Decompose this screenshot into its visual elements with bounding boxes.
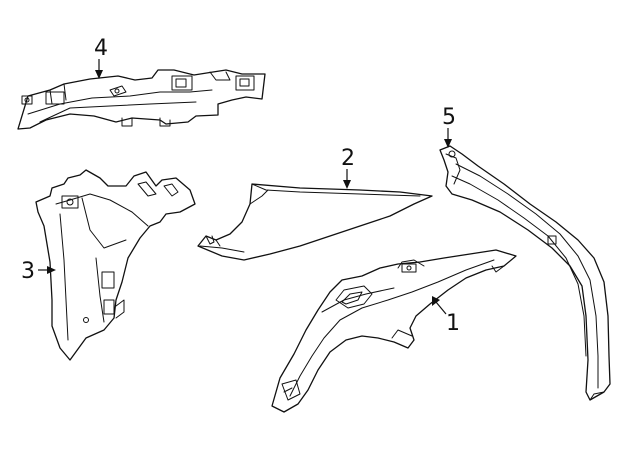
callout-3: 3 — [21, 259, 56, 284]
callout-1-label: 1 — [446, 311, 460, 336]
callout-5-label: 5 — [442, 105, 456, 130]
part-5-pillar-trim — [439, 145, 611, 401]
callout-3-label: 3 — [21, 259, 35, 284]
callout-4-label: 4 — [94, 36, 108, 61]
callout-1: 1 — [432, 296, 460, 336]
part-1-lower-pillar-trim — [271, 249, 517, 413]
part-3-quarter-bracket — [35, 169, 196, 361]
callout-5: 5 — [442, 105, 456, 148]
part-4-upper-rail — [17, 69, 266, 130]
part-2-curved-panel — [197, 183, 433, 261]
callout-2: 2 — [341, 146, 355, 189]
callout-4: 4 — [94, 36, 108, 79]
callout-2-label: 2 — [341, 146, 355, 171]
